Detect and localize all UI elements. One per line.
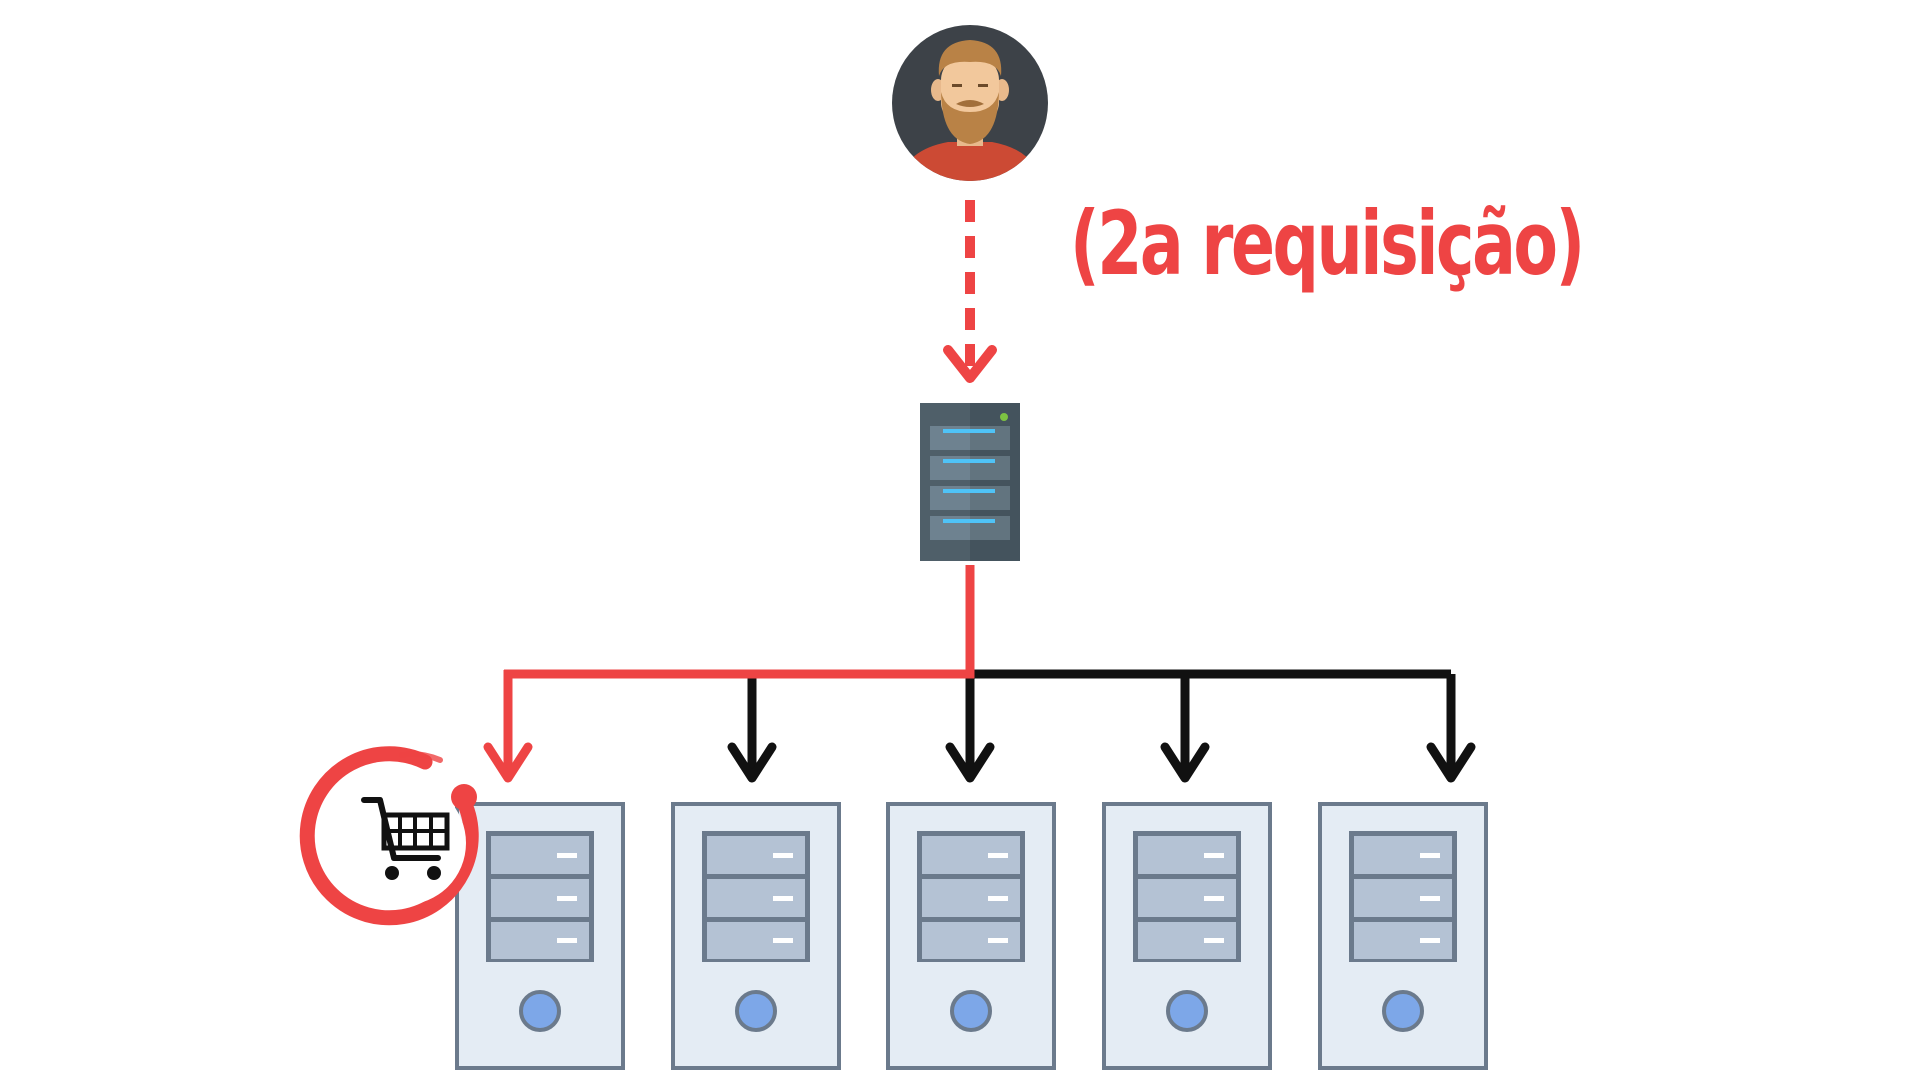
power-button bbox=[735, 990, 777, 1032]
idle-arrowhead bbox=[1160, 742, 1210, 783]
request-arrow bbox=[943, 200, 997, 383]
avatar-hair bbox=[938, 40, 1002, 76]
request-label: (2a requisição) bbox=[1070, 192, 1585, 295]
web-server-icon bbox=[671, 802, 841, 1070]
idle-arrowhead bbox=[945, 742, 995, 783]
web-server-icon bbox=[1318, 802, 1488, 1070]
idle-arrowhead bbox=[727, 742, 777, 783]
idle-arrowhead bbox=[1426, 742, 1476, 783]
power-button bbox=[1166, 990, 1208, 1032]
rack-unit bbox=[930, 516, 1010, 540]
session-marker bbox=[299, 746, 479, 926]
user-avatar-icon bbox=[892, 25, 1048, 181]
status-led bbox=[1000, 413, 1008, 421]
power-button bbox=[1382, 990, 1424, 1032]
rack-unit bbox=[930, 486, 1010, 510]
web-server-icon bbox=[455, 802, 625, 1070]
power-button bbox=[950, 990, 992, 1032]
distribution-lines bbox=[483, 565, 1476, 783]
avatar-shirt bbox=[900, 142, 1040, 181]
power-button bbox=[519, 990, 561, 1032]
web-server-icon bbox=[886, 802, 1056, 1070]
shopping-cart-icon bbox=[361, 797, 450, 880]
avatar-beard bbox=[941, 92, 999, 144]
web-server-icon bbox=[1102, 802, 1272, 1070]
load-balancer-icon bbox=[920, 403, 1020, 561]
rack-unit bbox=[930, 426, 1010, 450]
rack-unit bbox=[930, 456, 1010, 480]
brush-circle bbox=[299, 746, 479, 926]
active-arrowhead bbox=[483, 742, 533, 783]
